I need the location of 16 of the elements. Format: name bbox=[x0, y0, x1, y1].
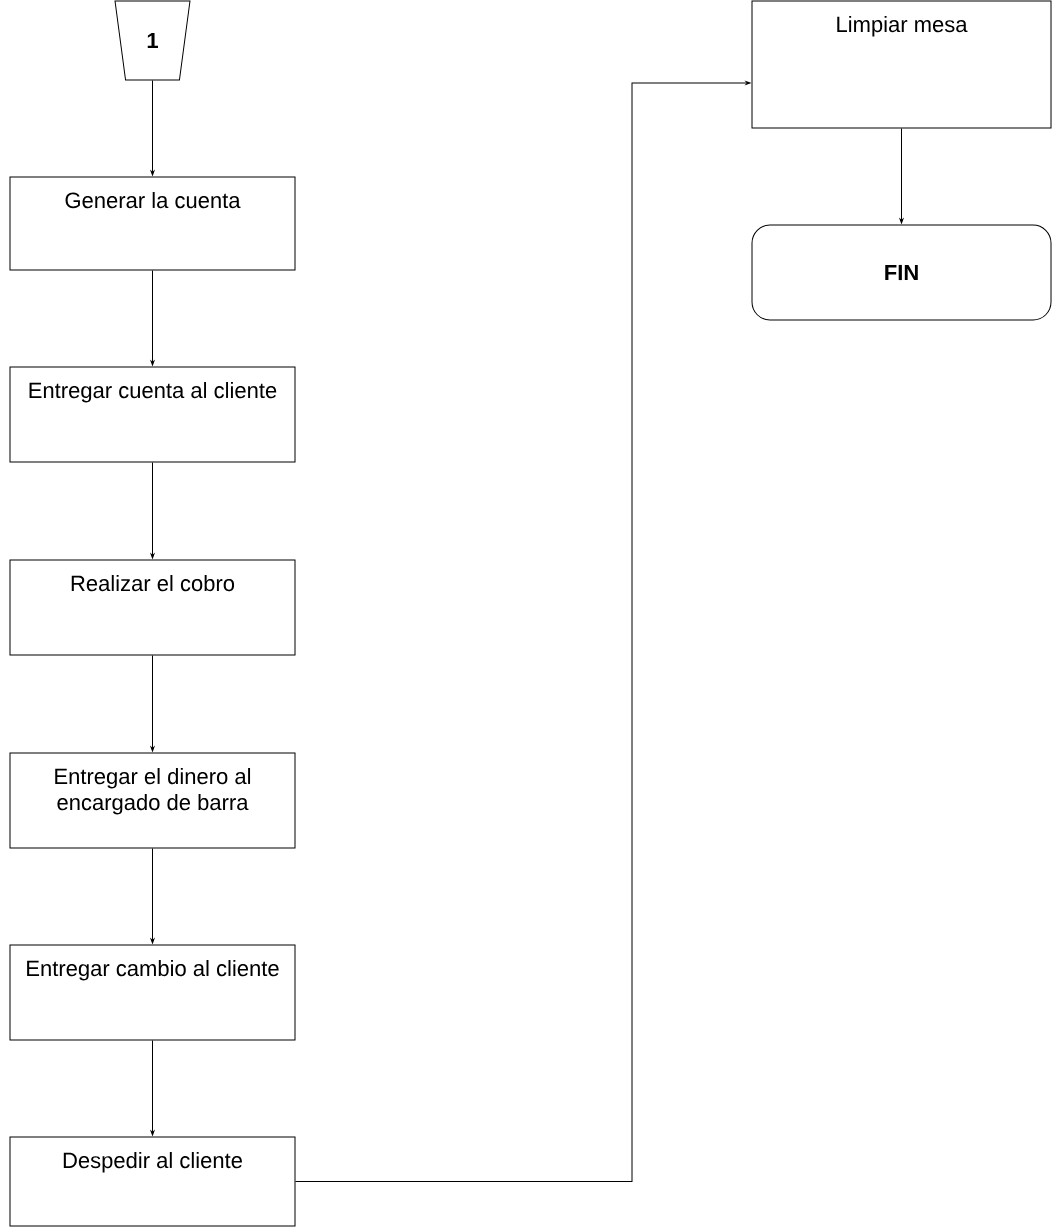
arrow bbox=[150, 848, 155, 944]
arrow bbox=[150, 270, 155, 366]
arrow bbox=[899, 128, 904, 224]
process-box: Entregar cambio al cliente bbox=[9, 944, 296, 1041]
process-box: Generar la cuenta bbox=[9, 176, 296, 271]
process-box: Realizar el cobro bbox=[9, 559, 296, 656]
process-box: Despedir al cliente bbox=[9, 1136, 296, 1227]
arrow bbox=[150, 80, 155, 176]
process-box: Limpiar mesa bbox=[751, 0, 1052, 129]
terminal-box: FIN bbox=[751, 224, 1052, 321]
process-box: Entregar el dinero al encargado de barra bbox=[9, 752, 296, 849]
arrow bbox=[150, 462, 155, 559]
arrow bbox=[295, 81, 751, 1182]
process-box: Entregar cuenta al cliente bbox=[9, 366, 296, 463]
arrow bbox=[150, 1040, 155, 1136]
arrow bbox=[150, 655, 155, 752]
